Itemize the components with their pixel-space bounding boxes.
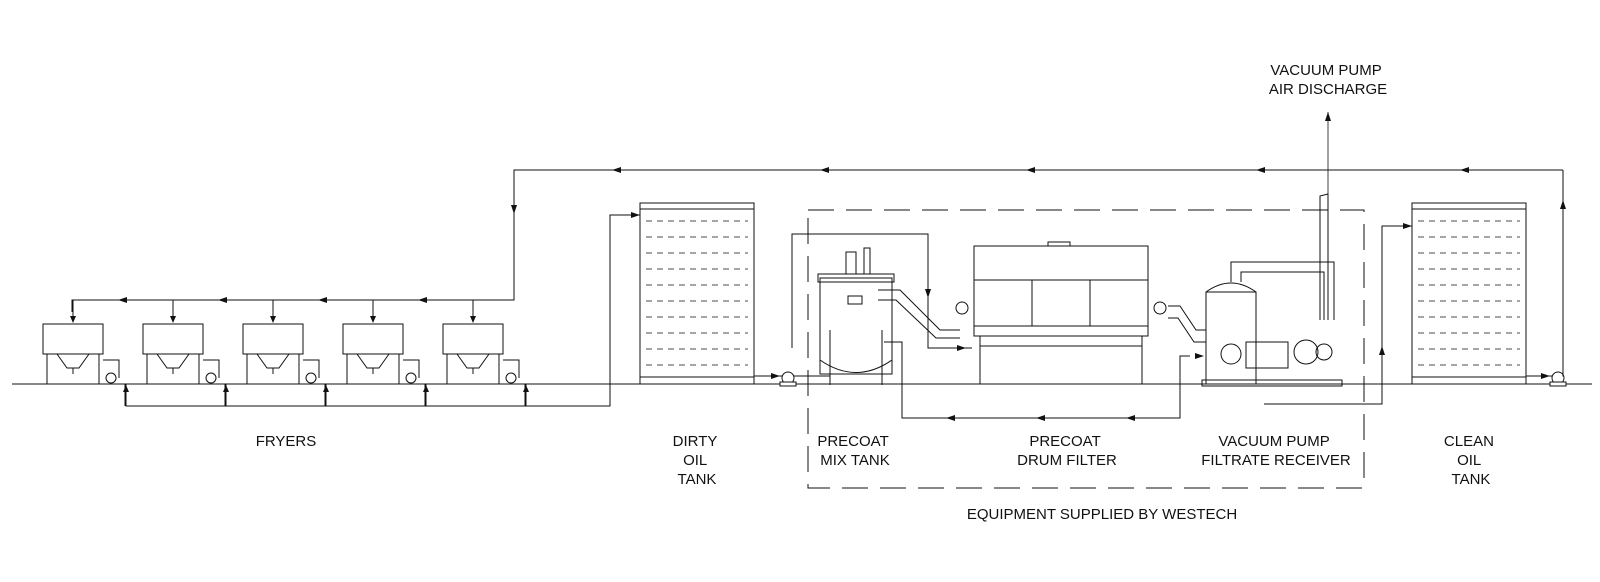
flow-arrow [170, 316, 176, 323]
clean-oil-tank [1411, 202, 1527, 385]
flow-arrow [1036, 415, 1045, 421]
flow-arrow [318, 297, 327, 303]
clean-tank-level-lines [1418, 220, 1520, 366]
vacuum-top-pipe-2 [1240, 271, 1325, 320]
flow-arrow [118, 297, 127, 303]
fryers-group [42, 300, 529, 406]
fryer-return-line [125, 214, 640, 407]
flow-arrow [218, 297, 227, 303]
flow-arrow [1460, 167, 1469, 173]
fryer-unit [42, 300, 126, 406]
fryer-pump [105, 372, 117, 384]
flow-arrow [612, 167, 621, 173]
flow-arrow [370, 316, 376, 323]
mixtank-to-filter-pipe-2 [878, 299, 960, 339]
fryer-unit [242, 300, 326, 406]
dirty-tank-pump [779, 371, 797, 387]
fryer-supply-line [71, 169, 1563, 312]
precoat-mix-tank [817, 247, 895, 385]
filter-to-receiver-pipe [1168, 305, 1206, 331]
mixtank-top-line [791, 233, 972, 349]
fryers-label: FRYERS [256, 433, 317, 450]
flow-arrow [1403, 223, 1412, 229]
flow-arrow [523, 385, 529, 392]
precoat-drum-filter [955, 241, 1167, 385]
flow-arrow [323, 385, 329, 392]
receiver-to-clean-line [1264, 225, 1412, 405]
flow-arrow [270, 316, 276, 323]
clean-riser-line [1562, 170, 1564, 377]
drum-filter-label: PRECOAT DRUM FILTER [1017, 433, 1117, 469]
exhaust-stack [1319, 193, 1329, 320]
flow-arrow [423, 385, 429, 392]
flow-arrow [957, 345, 966, 351]
fryer-unit [342, 300, 426, 406]
flow-arrow [470, 316, 476, 323]
flow-arrow [70, 316, 76, 323]
flow-arrow [1560, 200, 1566, 209]
flow-arrow [631, 212, 640, 218]
westech-boundary [807, 209, 1365, 489]
flow-arrow [1126, 415, 1135, 421]
filtrate-receiver-label: VACUUM PUMP FILTRATE RECEIVER [1201, 433, 1351, 469]
fryer-unit [442, 300, 526, 406]
vacuum-top-pipe [1230, 261, 1335, 320]
flow-arrow [1379, 346, 1385, 355]
flow-arrow [1026, 167, 1035, 173]
flow-arrow [925, 289, 931, 298]
precoat-mix-label: PRECOAT MIX TANK [817, 433, 892, 469]
filter-to-receiver-pipe-2 [1168, 317, 1206, 343]
flow-arrow [820, 167, 829, 173]
fryer-pump [405, 372, 417, 384]
filtrate-receiver [1201, 282, 1343, 387]
supplier-label: EQUIPMENT SUPPLIED BY WESTECH [967, 506, 1237, 523]
flow-arrow [946, 415, 955, 421]
fryer-pump [505, 372, 517, 384]
fryer-pump [305, 372, 317, 384]
clean-tank-pump [1549, 371, 1567, 387]
fryer-unit [142, 300, 226, 406]
receiver-return-line [884, 341, 1190, 419]
flow-arrow [1195, 353, 1204, 359]
flow-arrow [223, 385, 229, 392]
flow-arrow [511, 205, 517, 214]
flow-arrow [1256, 167, 1265, 173]
fryer-pump [205, 372, 217, 384]
flow-arrows [118, 112, 1566, 421]
dirty-tank-label: DIRTY OIL TANK [673, 433, 722, 488]
flow-arrow [1541, 373, 1550, 379]
flow-arrow [418, 297, 427, 303]
flow-arrow [771, 373, 780, 379]
flow-arrow [1325, 112, 1331, 121]
clean-tank-label: CLEAN OIL TANK [1444, 433, 1498, 488]
mixtank-to-filter-pipe [878, 289, 960, 331]
dirty-tank-level-lines [646, 220, 748, 366]
dirty-oil-tank [639, 202, 755, 385]
air-discharge-label: VACUUM PUMP AIR DISCHARGE [1269, 62, 1387, 98]
